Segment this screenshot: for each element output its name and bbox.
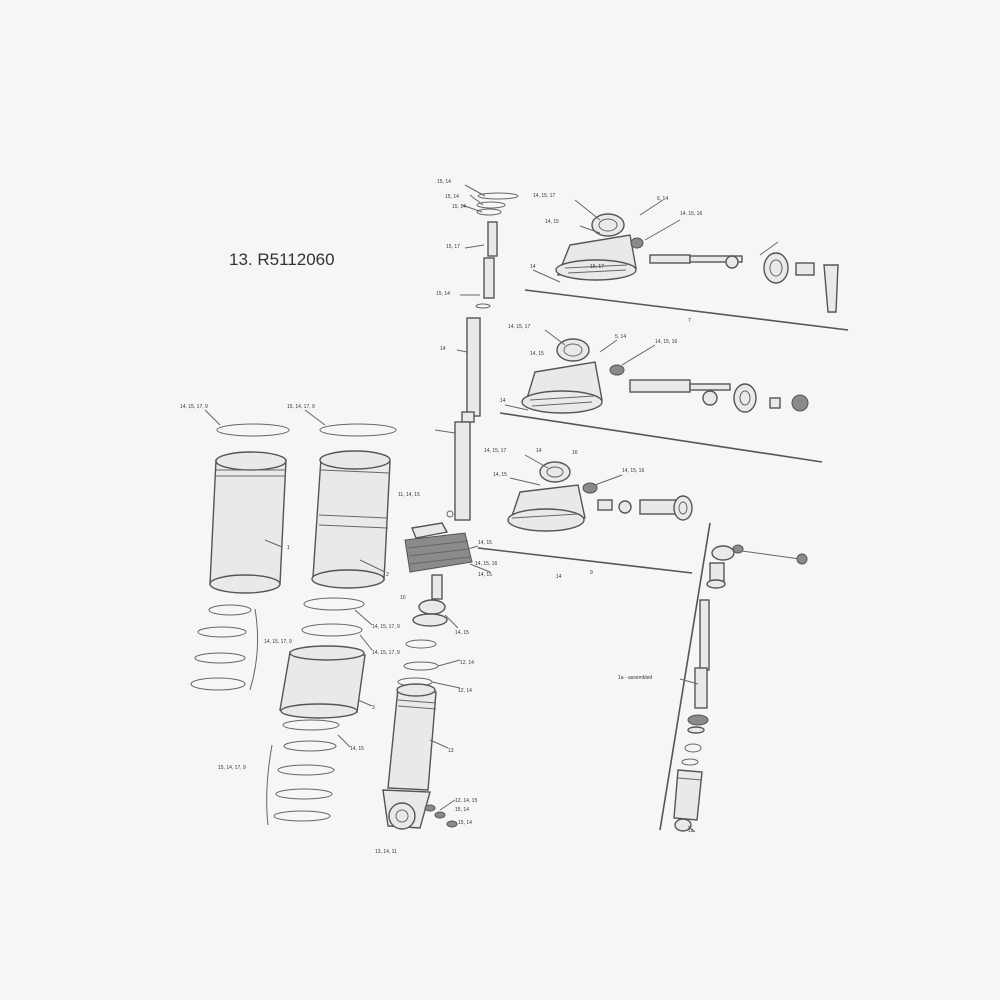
part-label: 15, 14, 17, 9: [287, 404, 315, 410]
part-label: 7: [688, 318, 691, 324]
part-label: 15, 17: [590, 264, 604, 270]
leader-lines: [204, 184, 779, 833]
part-label: 11, 14, 15: [398, 492, 420, 498]
part-label: 14, 15, 17, 9: [180, 404, 208, 410]
part-label: 13, 14, 11: [375, 849, 397, 855]
part-label: 12, 14: [460, 660, 474, 666]
part-label: 15, 17: [446, 244, 460, 250]
sleeve-part-3: [279, 645, 366, 719]
ring-stack-bottom: [266, 719, 340, 826]
part-label: 15, 14: [452, 204, 466, 210]
part-label: 14: [536, 448, 542, 454]
part-label: 1a - assembled: [618, 675, 652, 681]
part-label: 14, 15, 16: [622, 468, 644, 474]
part-label: 2: [386, 572, 389, 578]
part-label: 15, 14: [445, 194, 459, 200]
part-label: 15, 14: [455, 807, 469, 813]
air-can-1: [190, 423, 290, 691]
part-label: 12, 14: [458, 688, 472, 694]
part-label: 14: [440, 346, 446, 352]
part-label: 9: [590, 570, 593, 576]
part-label: 15, 14: [437, 179, 451, 185]
reservoir-assembly-2: [499, 338, 823, 463]
part-label: 14, 15, 17: [484, 448, 506, 454]
part-label: 14, 15: [545, 219, 559, 225]
part-label: 6, 14: [657, 196, 668, 202]
reservoir-assembly-3: [477, 461, 693, 574]
part-label: 14, 15: [455, 630, 469, 636]
reservoir-assembly-1: [524, 213, 849, 331]
diagram-title: 13. R5112060: [229, 250, 335, 269]
part-label: 14, 15, 17: [533, 193, 555, 199]
part-label: 14, 15: [478, 540, 492, 546]
part-label: 14, 15, 16: [680, 211, 702, 217]
part-label: 14, 15, 16: [475, 561, 497, 567]
assembled-shock: [659, 522, 808, 832]
part-label: 14: [530, 264, 536, 270]
part-label: 1a: [688, 828, 694, 834]
part-label: 15, 14: [436, 291, 450, 297]
part-label: 14, 15: [478, 572, 492, 578]
part-label: 15, 14: [458, 820, 472, 826]
part-label: 12, 14, 15: [455, 798, 477, 804]
part-label: 14, 15, 17, 9: [264, 639, 292, 645]
piston-seal-stack: [397, 522, 473, 687]
part-label: 5, 14: [615, 334, 626, 340]
part-label: 14, 15: [350, 746, 364, 752]
part-label: 14, 15, 17: [508, 324, 530, 330]
part-label: 3: [372, 705, 375, 711]
air-can-2: [301, 423, 397, 637]
part-label: 10: [400, 595, 406, 601]
damper-shaft-column: [446, 192, 519, 521]
part-label: 14, 15, 17, 9: [372, 624, 400, 630]
part-label: 14: [556, 574, 562, 580]
part-label: 14, 15, 16: [655, 339, 677, 345]
part-label: 1: [287, 545, 290, 551]
part-label: 15, 14, 17, 9: [218, 765, 246, 771]
part-label: 14, 15: [530, 351, 544, 357]
part-label: 14, 15, 17, 9: [372, 650, 400, 656]
part-label: 13: [448, 748, 454, 754]
part-labels: 15, 14 15, 14 15, 14 15, 17 15, 14 14 14…: [180, 179, 702, 855]
part-label: 14, 15: [493, 472, 507, 478]
part-label: 14: [500, 398, 506, 404]
damper-body: [382, 683, 458, 830]
part-label: 16: [572, 450, 578, 456]
